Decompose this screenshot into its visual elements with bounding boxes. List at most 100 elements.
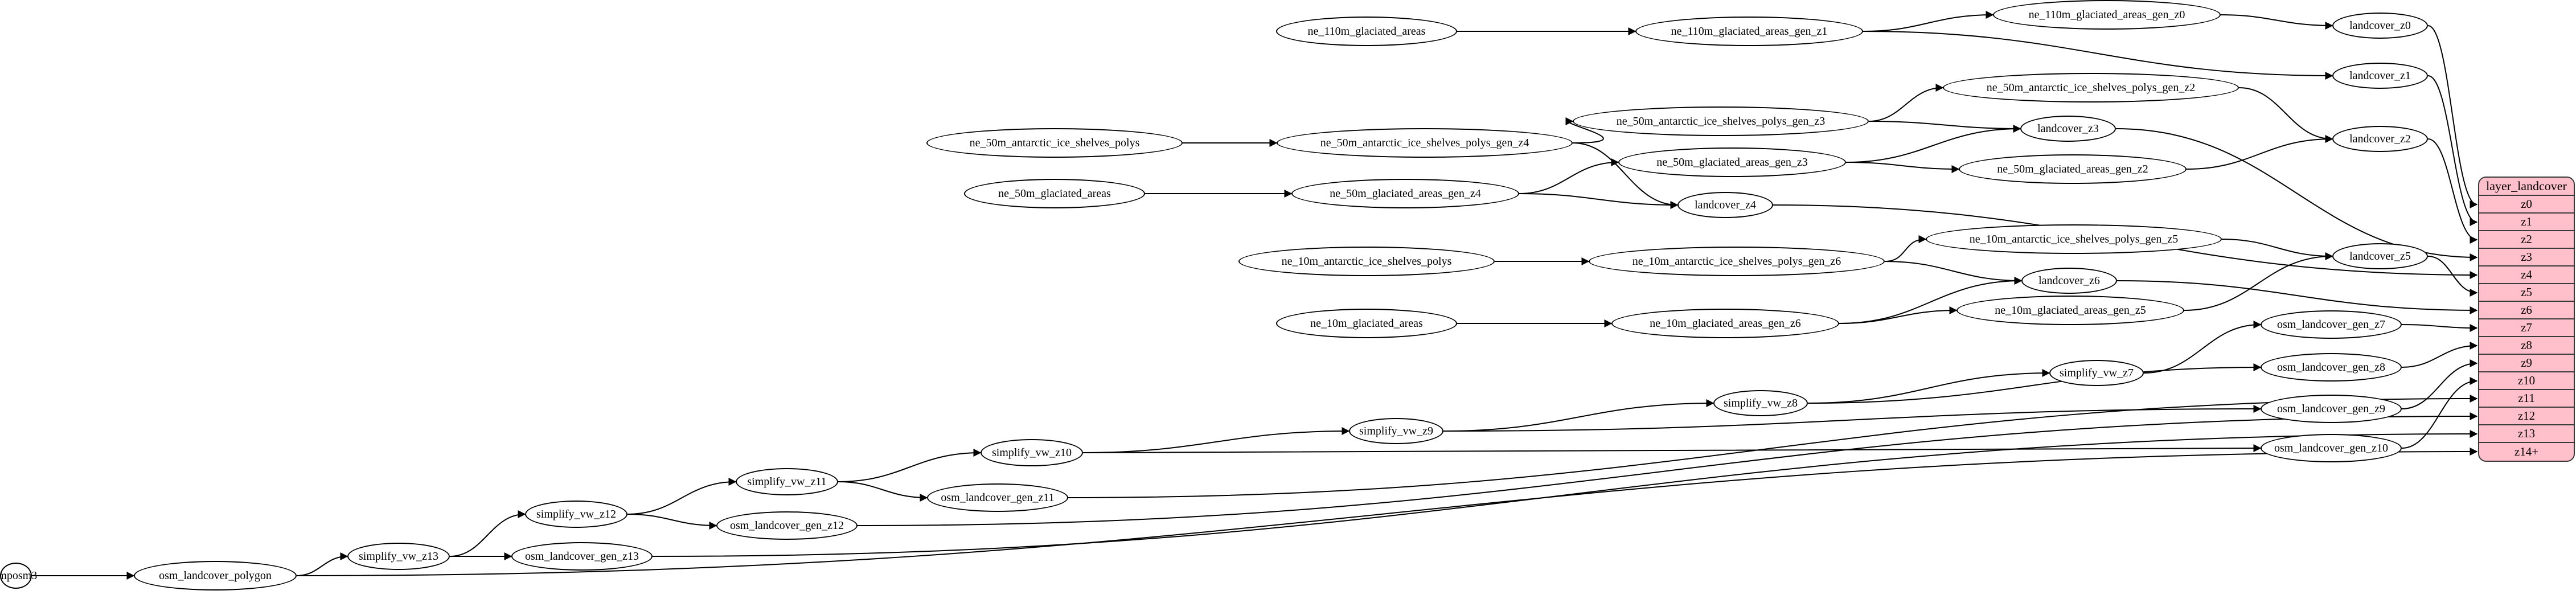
graph-node-landcover_z3[interactable]: landcover_z3 (2020, 116, 2116, 142)
graph-node-label: landcover_z6 (2038, 274, 2100, 287)
graph-node-label: landcover_z1 (2349, 69, 2411, 82)
edge-simplify_vw_z8-to-simplify_vw_z7 (1807, 369, 2050, 404)
layer-table-row-z2[interactable]: z2 (2479, 231, 2574, 249)
graph-node-label: ne_50m_antarctic_ice_shelves_polys (969, 137, 1140, 149)
layer-table-row-z3[interactable]: z3 (2479, 249, 2574, 266)
graph-node-simplify_vw_z13[interactable]: simplify_vw_z13 (347, 543, 450, 570)
graph-node-osm_landcover_gen_z10[interactable]: osm_landcover_gen_z10 (2261, 434, 2402, 462)
edge-simplify_vw_z11-to-simplify_vw_z10 (838, 449, 982, 482)
graph-node-simplify_vw_z9[interactable]: simplify_vw_z9 (1349, 418, 1443, 444)
graph-node-label: ne_110m_glaciated_areas_gen_z1 (1671, 25, 1828, 38)
graph-node-osm_landcover_gen_z12[interactable]: osm_landcover_gen_z12 (716, 511, 858, 540)
graph-node-ne_10m_glaciated_areas[interactable]: ne_10m_glaciated_areas (1276, 309, 1457, 338)
graph-node-simplify_vw_z10[interactable]: simplify_vw_z10 (981, 439, 1083, 466)
edge-simplify_vw_z8-to-osm_landcover_gen_z8 (1807, 363, 2262, 404)
edge-simplify_vw_z9-to-simplify_vw_z8 (1443, 399, 1714, 432)
edge-ne_50m_glaciated_areas_gen_z2-to-landcover_z2 (2186, 135, 2333, 170)
graph-node-simplify_vw_z12[interactable]: simplify_vw_z12 (525, 501, 627, 528)
graph-node-label: ne_50m_glaciated_areas_gen_z3 (1656, 156, 1808, 169)
layer-table-row-z13[interactable]: z13 (2479, 425, 2574, 443)
graph-node-label: osm_landcover_gen_z9 (2277, 403, 2385, 415)
layer-table-row-z6[interactable]: z6 (2479, 302, 2574, 319)
edge-simplify_vw_z13-to-simplify_vw_z12 (449, 510, 526, 557)
graph-node-label: ne_10m_glaciated_areas_gen_z6 (1650, 317, 1801, 330)
layer-table-row-z14plus[interactable]: z14+ (2514, 445, 2539, 458)
graph-node-label: ne_50m_glaciated_areas_gen_z4 (1330, 187, 1481, 200)
edge-ne_50m_glaciated_areas_gen_z4-to-landcover_z4 (1519, 193, 1679, 209)
graph-node-label: simplify_vw_z10 (992, 446, 1072, 459)
graph-node-simplify_vw_z8[interactable]: simplify_vw_z8 (1713, 390, 1808, 416)
graph-node-ne_10m_antarctic_ice_shelves_polys_gen_z6[interactable]: ne_10m_antarctic_ice_shelves_polys_gen_z… (1589, 247, 1885, 276)
layer-table-row-z0[interactable]: z0 (2479, 196, 2574, 214)
graph-node-landcover_z0[interactable]: landcover_z0 (2332, 13, 2428, 39)
graph-node-label: ne_50m_glaciated_areas (998, 187, 1111, 200)
layer-table-row-z12[interactable]: z12 (2479, 408, 2574, 425)
graph-node-ne_10m_glaciated_areas_gen_z5[interactable]: ne_10m_glaciated_areas_gen_z5 (1956, 296, 2184, 325)
layer-table-row-z5[interactable]: z5 (2479, 284, 2574, 302)
layer-table-row-z7[interactable]: z7 (2479, 319, 2574, 337)
graph-node-label: osm_landcover_polygon (159, 569, 272, 582)
edge-landcover_z1-to-layer_landcover-z1 (2427, 75, 2478, 226)
graph-node-ne_110m_glaciated_areas_gen_z0[interactable]: ne_110m_glaciated_areas_gen_z0 (1993, 0, 2221, 30)
graph-node-label: ne_50m_antarctic_ice_shelves_polys_gen_z… (1616, 115, 1826, 128)
graph-node-osm_landcover_gen_z11[interactable]: osm_landcover_gen_z11 (927, 483, 1068, 512)
edge-ne_10m_glaciated_areas_gen_z6-to-ne_10m_glaciated_areas_gen_z5 (1839, 306, 1958, 324)
edge-ne_50m_glaciated_areas_gen_z3-to-ne_50m_glaciated_areas_gen_z2 (1845, 162, 1960, 173)
graph-node-ne_50m_antarctic_ice_shelves_polys_gen_z2[interactable]: ne_50m_antarctic_ice_shelves_polys_gen_z… (1943, 73, 2239, 102)
edge-osm_landcover_polygon-to-simplify_vw_z13 (296, 552, 348, 576)
layer-table-row-z1[interactable]: z1 (2479, 214, 2574, 231)
graph-node-osm_landcover_polygon[interactable]: osm_landcover_polygon (134, 561, 297, 591)
graph-node-ne_50m_antarctic_ice_shelves_polys[interactable]: ne_50m_antarctic_ice_shelves_polys (926, 128, 1183, 158)
layer-table-row-z11[interactable]: z11 (2479, 390, 2574, 408)
graph-node-label: ne_10m_antarctic_ice_shelves_polys_gen_z… (1969, 233, 2179, 245)
graph-node-landcover_z4[interactable]: landcover_z4 (1677, 192, 1773, 218)
graph-node-label: landcover_z4 (1695, 199, 1756, 211)
graph-node-simplify_vw_z7[interactable]: simplify_vw_z7 (2049, 360, 2144, 386)
graph-node-ne_50m_glaciated_areas_gen_z4[interactable]: ne_50m_glaciated_areas_gen_z4 (1291, 179, 1519, 208)
edge-landcover_z0-to-layer_landcover-z0 (2427, 25, 2478, 208)
graph-node-ne_50m_glaciated_areas[interactable]: ne_50m_glaciated_areas (964, 179, 1145, 208)
edge-landcover_z2-to-layer_landcover-z2 (2427, 138, 2478, 244)
graph-node-label: ne_50m_glaciated_areas_gen_z2 (1997, 163, 2148, 175)
graph-node-ne_50m_antarctic_ice_shelves_polys_gen_z3[interactable]: ne_50m_antarctic_ice_shelves_polys_gen_z… (1573, 106, 1869, 136)
graph-node-landcover_z1[interactable]: landcover_z1 (2332, 63, 2428, 89)
layer-table-row-z9[interactable]: z9 (2479, 355, 2574, 372)
edge-osm_landcover_gen_z11-to-layer_landcover-z11 (1068, 395, 2478, 498)
graph-node-label: ne_10m_glaciated_areas (1310, 317, 1423, 330)
graph-node-ne_10m_glaciated_areas_gen_z6[interactable]: ne_10m_glaciated_areas_gen_z6 (1611, 309, 1839, 338)
graph-node-ne_50m_glaciated_areas_gen_z2[interactable]: ne_50m_glaciated_areas_gen_z2 (1959, 154, 2187, 184)
edge-ne_50m_antarctic_ice_shelves_polys_gen_z3-to-ne_50m_antarctic_ice_shelves_polys_gen_z2 (1868, 84, 1944, 122)
graph-node-label: landcover_z0 (2349, 19, 2411, 32)
graph-node-simplify_vw_z11[interactable]: simplify_vw_z11 (736, 468, 838, 495)
edge-ne_50m_antarctic_ice_shelves_polys_gen_z4-to-landcover_z4 (1572, 142, 1679, 209)
graph-node-ne_50m_antarctic_ice_shelves_polys_gen_z4[interactable]: ne_50m_antarctic_ice_shelves_polys_gen_z… (1277, 128, 1573, 158)
graph-node-ne_50m_glaciated_areas_gen_z3[interactable]: ne_50m_glaciated_areas_gen_z3 (1618, 147, 1846, 177)
layer-table-row-z4[interactable]: z4 (2479, 266, 2574, 284)
graph-node-label: ne_10m_antarctic_ice_shelves_polys (1281, 255, 1452, 268)
graph-node-osm_landcover_gen_z7[interactable]: osm_landcover_gen_z7 (2261, 310, 2402, 339)
graph-node-osm_landcover_gen_z8[interactable]: osm_landcover_gen_z8 (2261, 353, 2402, 382)
edge-simplify_vw_z12-to-osm_landcover_gen_z12 (627, 514, 717, 530)
graph-node-ne_110m_glaciated_areas[interactable]: ne_110m_glaciated_areas (1276, 17, 1457, 46)
graph-node-label: ne_50m_antarctic_ice_shelves_polys_gen_z… (1320, 137, 1529, 149)
graph-node-landcover_z2[interactable]: landcover_z2 (2332, 126, 2428, 152)
layer-table-row-z10[interactable]: z10 (2479, 372, 2574, 390)
graph-node-osm_landcover_gen_z9[interactable]: osm_landcover_gen_z9 (2261, 395, 2402, 423)
edge-simplify_vw_z11-to-osm_landcover_gen_z11 (838, 481, 928, 502)
graph-node-imposm3[interactable]: imposm3 (0, 563, 37, 589)
layer-table-row-z8[interactable]: z8 (2479, 337, 2574, 355)
graph-node-osm_landcover_gen_z13[interactable]: osm_landcover_gen_z13 (511, 542, 653, 571)
graph-node-label: ne_110m_glaciated_areas (1307, 25, 1426, 38)
graph-node-ne_10m_antarctic_ice_shelves_polys_gen_z5[interactable]: ne_10m_antarctic_ice_shelves_polys_gen_z… (1926, 224, 2222, 254)
graph-node-label: landcover_z5 (2349, 250, 2411, 263)
edge-landcover_z6-to-layer_landcover-z6 (2116, 280, 2478, 314)
graph-node-landcover_z5[interactable]: landcover_z5 (2332, 243, 2428, 269)
edge-landcover_z5-to-layer_landcover-z5 (2427, 256, 2478, 297)
graph-node-ne_110m_glaciated_areas_gen_z1[interactable]: ne_110m_glaciated_areas_gen_z1 (1635, 17, 1863, 46)
graph-node-landcover_z6[interactable]: landcover_z6 (2021, 268, 2117, 294)
graph-node-ne_10m_antarctic_ice_shelves_polys[interactable]: ne_10m_antarctic_ice_shelves_polys (1238, 247, 1495, 276)
edge-ne_110m_glaciated_areas_gen_z0-to-landcover_z0 (2220, 14, 2333, 30)
layer-table-header: layer_landcover (2479, 178, 2574, 196)
